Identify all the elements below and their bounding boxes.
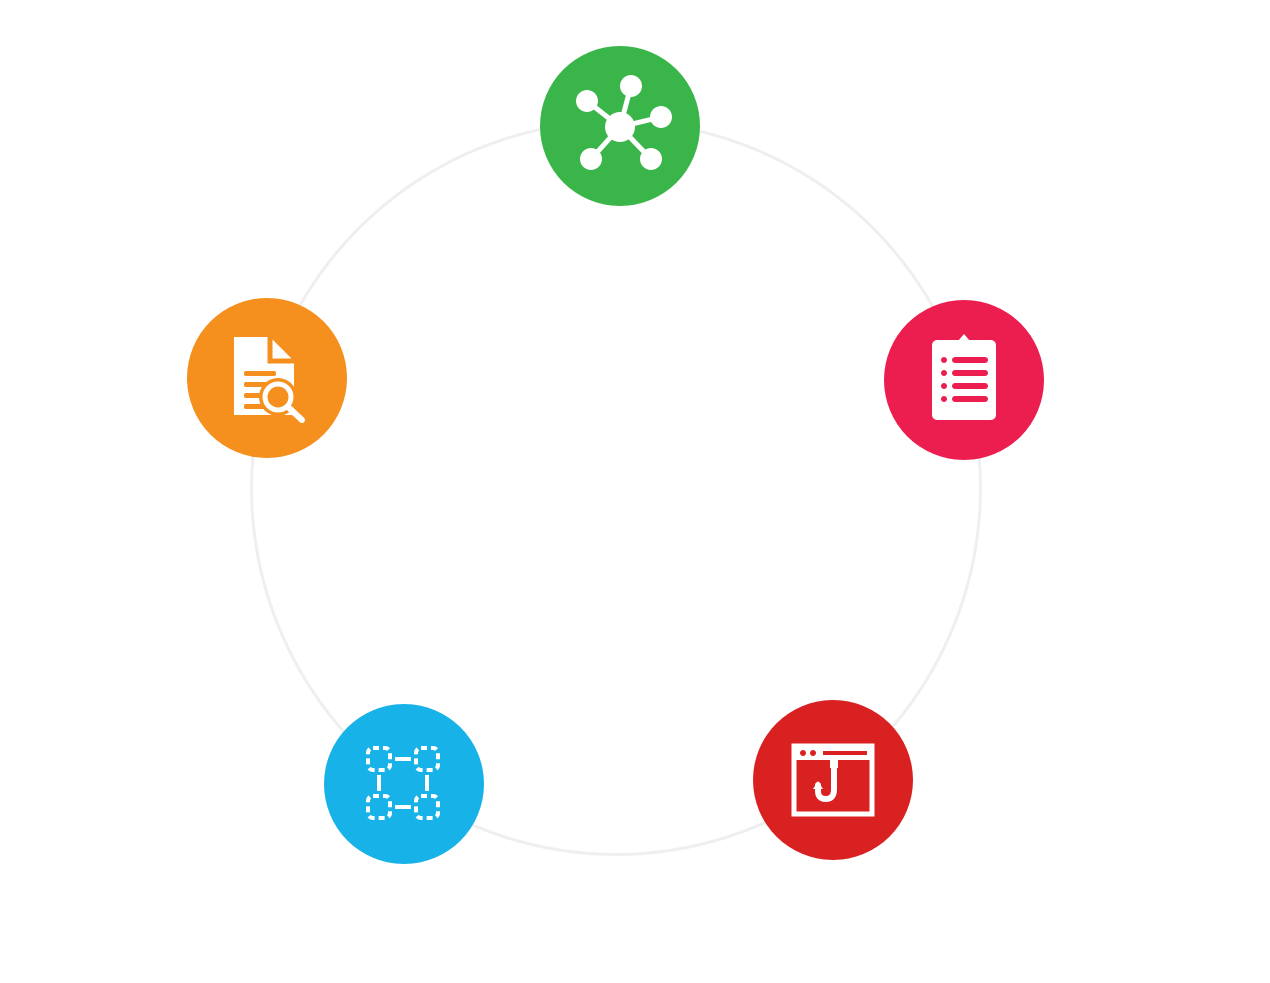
network-hub-icon <box>576 75 672 170</box>
document-search-icon <box>234 337 305 423</box>
node-blocks[interactable] <box>324 704 484 864</box>
node-clipboard[interactable] <box>884 300 1044 460</box>
node-network[interactable] <box>540 46 700 206</box>
connected-blocks-icon <box>366 746 440 820</box>
node-browser[interactable] <box>753 700 913 860</box>
node-doc-search[interactable] <box>187 298 347 458</box>
clipboard-list-icon <box>932 334 996 420</box>
browser-hook-icon <box>791 743 875 817</box>
